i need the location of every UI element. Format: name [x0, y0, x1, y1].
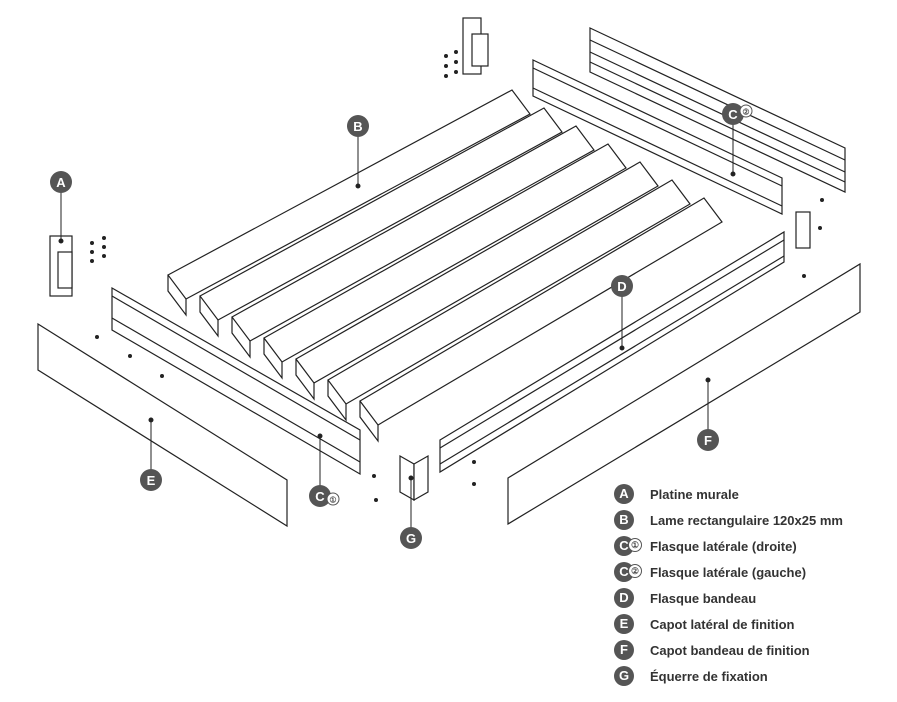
- side-cover-e: [37, 322, 288, 528]
- legend-label: Équerre de fixation: [650, 668, 768, 684]
- svg-text:C: C: [728, 107, 738, 122]
- legend-badge: D: [614, 588, 634, 608]
- front-frame-d: [439, 230, 785, 474]
- legend-item: F Capot bandeau de finition: [614, 637, 884, 663]
- legend-label: Flasque latérale (gauche): [650, 564, 807, 580]
- svg-text:①: ①: [329, 496, 336, 505]
- slat: [359, 197, 723, 426]
- legend-label: Flasque bandeau: [650, 590, 757, 606]
- wall-plate-top: [462, 17, 489, 75]
- callout-c2: C ②: [722, 103, 753, 125]
- legend-item: B Lame rectangulaire 120x25 mm: [614, 507, 884, 533]
- legend-badge: E: [614, 614, 634, 634]
- screws: [90, 50, 824, 502]
- slat: [263, 143, 627, 363]
- legend-badge: A: [614, 484, 634, 504]
- slat-group: [167, 89, 723, 443]
- callout-a: A: [50, 171, 72, 193]
- legend-item: D Flasque bandeau: [614, 585, 884, 611]
- legend-badge: B: [614, 510, 634, 530]
- front-cover-f: [507, 262, 861, 526]
- legend-label: Platine murale: [650, 486, 739, 502]
- slat: [295, 161, 659, 384]
- wall-plate-a: [49, 235, 73, 297]
- callout-c1: C ①: [309, 485, 340, 507]
- bracket-right: [795, 211, 811, 249]
- legend-label: Flasque latérale (droite): [650, 538, 797, 554]
- svg-text:D: D: [617, 279, 626, 294]
- svg-text:G: G: [406, 531, 416, 546]
- legend-item: E Capot latéral de finition: [614, 611, 884, 637]
- side-frame-c1: [111, 286, 361, 476]
- legend-badge-sub: ①: [628, 538, 642, 552]
- svg-text:②: ②: [742, 108, 749, 117]
- side-frame-c2: [532, 59, 783, 215]
- legend-label: Capot bandeau de finition: [650, 642, 810, 658]
- callout-b: B: [347, 115, 369, 137]
- rear-rail: [589, 27, 846, 193]
- svg-text:F: F: [704, 433, 712, 448]
- legend-badge-sub: ②: [628, 564, 642, 578]
- callout-f: F: [697, 429, 719, 451]
- svg-text:E: E: [147, 473, 156, 488]
- bracket-g: [399, 454, 429, 502]
- svg-text:B: B: [353, 119, 362, 134]
- slat: [231, 125, 595, 342]
- slat: [167, 89, 531, 300]
- callout-g: G: [400, 527, 422, 549]
- legend-badge: F: [614, 640, 634, 660]
- slat: [199, 107, 563, 321]
- legend: A Platine murale B Lame rectangulaire 12…: [614, 481, 884, 689]
- legend-label: Lame rectangulaire 120x25 mm: [650, 512, 843, 528]
- svg-text:A: A: [56, 175, 66, 190]
- slat: [327, 179, 691, 405]
- svg-text:C: C: [315, 489, 325, 504]
- legend-item: G Équerre de fixation: [614, 663, 884, 689]
- legend-label: Capot latéral de finition: [650, 616, 795, 632]
- callout-d: D: [611, 275, 633, 297]
- legend-item: A Platine murale: [614, 481, 884, 507]
- callout-e: E: [140, 469, 162, 491]
- legend-badge: G: [614, 666, 634, 686]
